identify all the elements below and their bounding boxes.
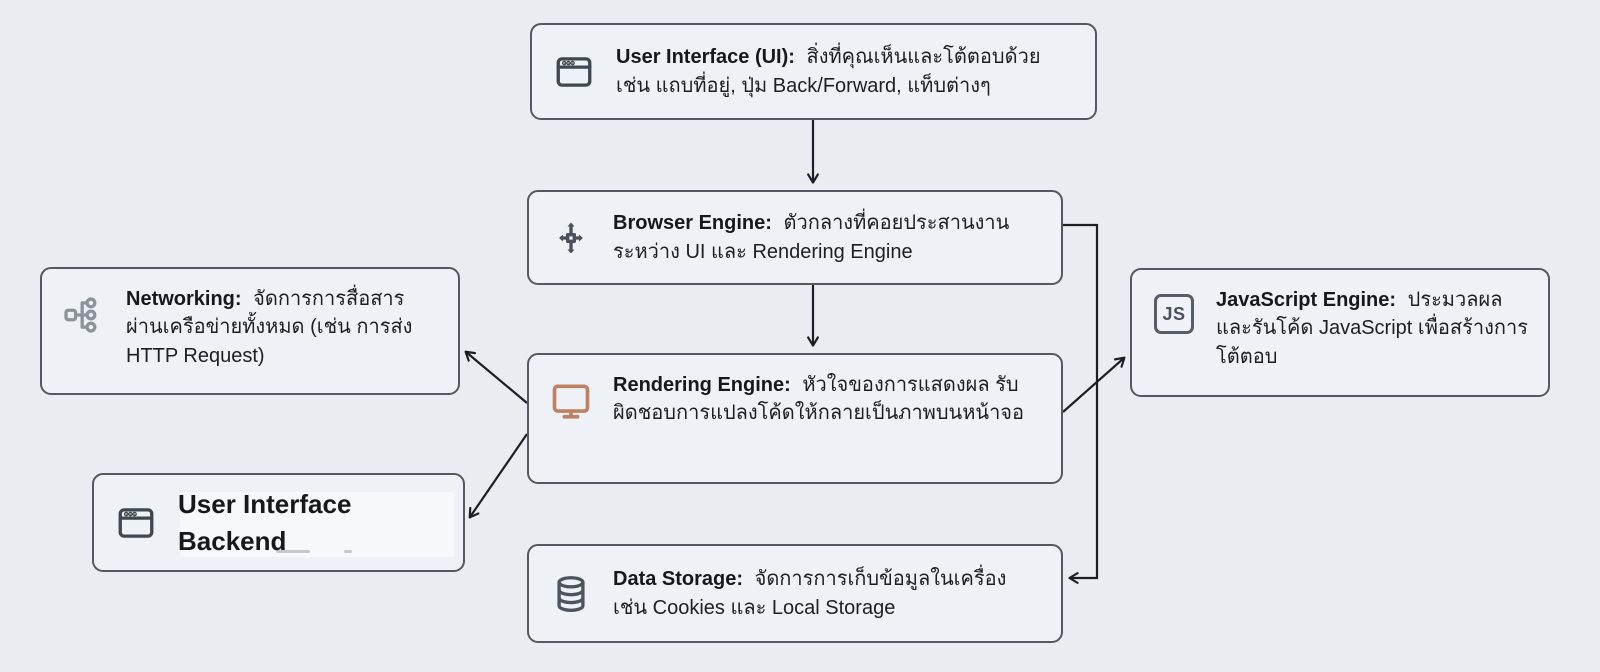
node-javascript-engine: JS JavaScript Engine: ประมวลผลและรันโค้ด… xyxy=(1130,268,1550,397)
monitor-icon xyxy=(549,379,593,423)
js-badge-label: JS xyxy=(1154,294,1194,334)
arrow-browser-engine-to-data-storage xyxy=(1063,223,1099,584)
browser-window-icon xyxy=(552,51,596,93)
network-tree-icon xyxy=(62,293,106,337)
database-icon xyxy=(549,573,593,615)
erased-text-artifact xyxy=(276,550,310,553)
move-arrows-icon xyxy=(549,217,593,259)
node-title: JavaScript Engine: xyxy=(1216,289,1397,311)
node-title: Browser Engine: xyxy=(613,212,772,235)
arrow-rendering-engine-to-javascript-engine xyxy=(1062,356,1126,413)
node-title: User Interface (UI): xyxy=(616,46,795,69)
node-javascript-engine-text: JavaScript Engine: ประมวลผลและรันโค้ด Ja… xyxy=(1216,286,1528,371)
node-browser-engine-text: Browser Engine: ตัวกลางที่คอยประสานงานระ… xyxy=(613,209,1041,266)
node-title: Data Storage: xyxy=(613,568,744,591)
node-description: สิ่งที่คุณเห็นและโต้ตอบด้วย เช่น แถบที่อ… xyxy=(616,46,1041,97)
node-title: Rendering Engine: xyxy=(613,374,791,396)
node-rendering-engine: Rendering Engine: หัวใจของการแสดงผล รับผ… xyxy=(527,353,1063,484)
node-description: จัดการการเก็บข้อมูลในเครื่อง เช่น Cookie… xyxy=(613,568,1007,619)
arrow-rendering-engine-to-ui-backend xyxy=(468,433,528,519)
node-rendering-engine-text: Rendering Engine: หัวใจของการแสดงผล รับผ… xyxy=(613,371,1041,428)
js-badge-icon: JS xyxy=(1152,294,1196,334)
node-description: หัวใจของการแสดงผล รับผิดชอบการแปลงโค้ดให… xyxy=(613,374,1025,425)
node-data-storage: Data Storage: จัดการการเก็บข้อมูลในเครื่… xyxy=(527,544,1063,643)
node-networking-text: Networking: จัดการการสื่อสารผ่านเครือข่า… xyxy=(126,285,438,370)
node-user-interface: User Interface (UI): สิ่งที่คุณเห็นและโต… xyxy=(530,23,1097,120)
node-user-interface-text: User Interface (UI): สิ่งที่คุณเห็นและโต… xyxy=(616,43,1075,100)
erased-text-artifact xyxy=(344,550,352,553)
node-description: ตัวกลางที่คอยประสานงานระหว่าง UI และ Ren… xyxy=(613,212,1010,263)
arrow-rendering-engine-to-networking xyxy=(464,350,528,404)
browser-window-icon xyxy=(114,502,158,544)
text-highlight xyxy=(180,492,454,557)
node-title: Networking: xyxy=(126,288,242,310)
node-description: จัดการการสื่อสารผ่านเครือข่ายทั้งหมด (เช… xyxy=(126,288,413,367)
node-ui-backend-text: User Interface Backend xyxy=(178,486,443,560)
node-data-storage-text: Data Storage: จัดการการเก็บข้อมูลในเครื่… xyxy=(613,565,1041,622)
node-description: ประมวลผลและรันโค้ด JavaScript เพื่อสร้าง… xyxy=(1216,289,1528,368)
node-browser-engine: Browser Engine: ตัวกลางที่คอยประสานงานระ… xyxy=(527,190,1063,285)
node-networking: Networking: จัดการการสื่อสารผ่านเครือข่า… xyxy=(40,267,460,395)
node-ui-backend: User Interface Backend xyxy=(92,473,465,572)
node-title: User Interface Backend xyxy=(178,488,352,556)
